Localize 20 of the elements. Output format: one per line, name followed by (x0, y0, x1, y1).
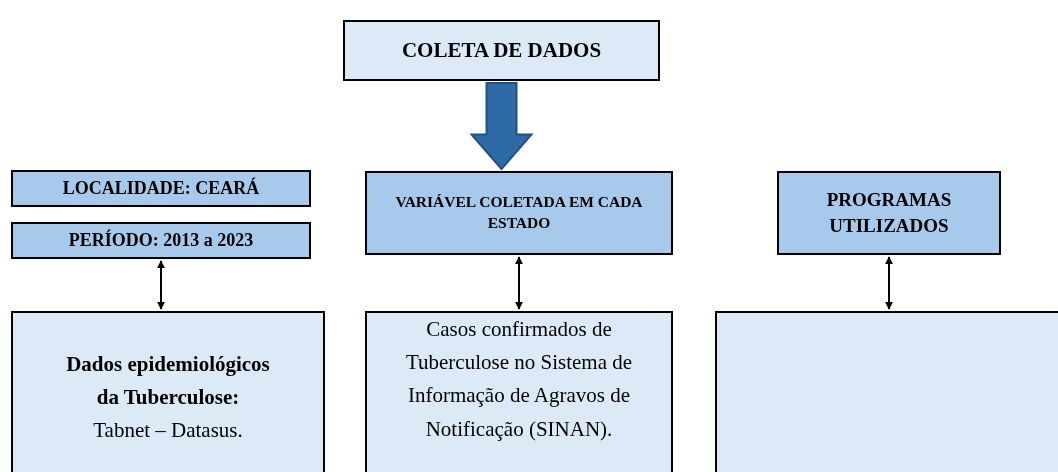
box-heading: Dados epidemiológicos da Tuberculose: (65, 351, 271, 412)
header-box (11, 222, 311, 259)
box-text: PERÍODO: 2013 a 2023 (68, 228, 254, 253)
double-arrow (885, 256, 893, 310)
box-text: LOCALIDADE: CEARÁ (62, 176, 260, 201)
header-box (11, 170, 311, 207)
header-box (777, 171, 1001, 255)
content-box (715, 311, 1058, 472)
box-text: Casos confirmados de Tuberculose no Sistema de Informação de Agravos de Notificação (SINAN). (404, 316, 634, 443)
box-text: VARIÁVEL COLETADA EM CADA ESTADO (395, 192, 643, 233)
box-text: COLETA DE DADOS (401, 37, 602, 65)
double-arrow (157, 260, 165, 310)
box-text: PROGRAMAS UTILIZADOS (825, 188, 953, 238)
box-text: Tabnet – Datasus. (93, 417, 243, 445)
title-box (343, 20, 660, 81)
header-box (365, 171, 673, 255)
content-box (11, 311, 325, 472)
block-arrow (469, 82, 534, 171)
double-arrow (515, 256, 523, 310)
content-box (365, 311, 673, 472)
